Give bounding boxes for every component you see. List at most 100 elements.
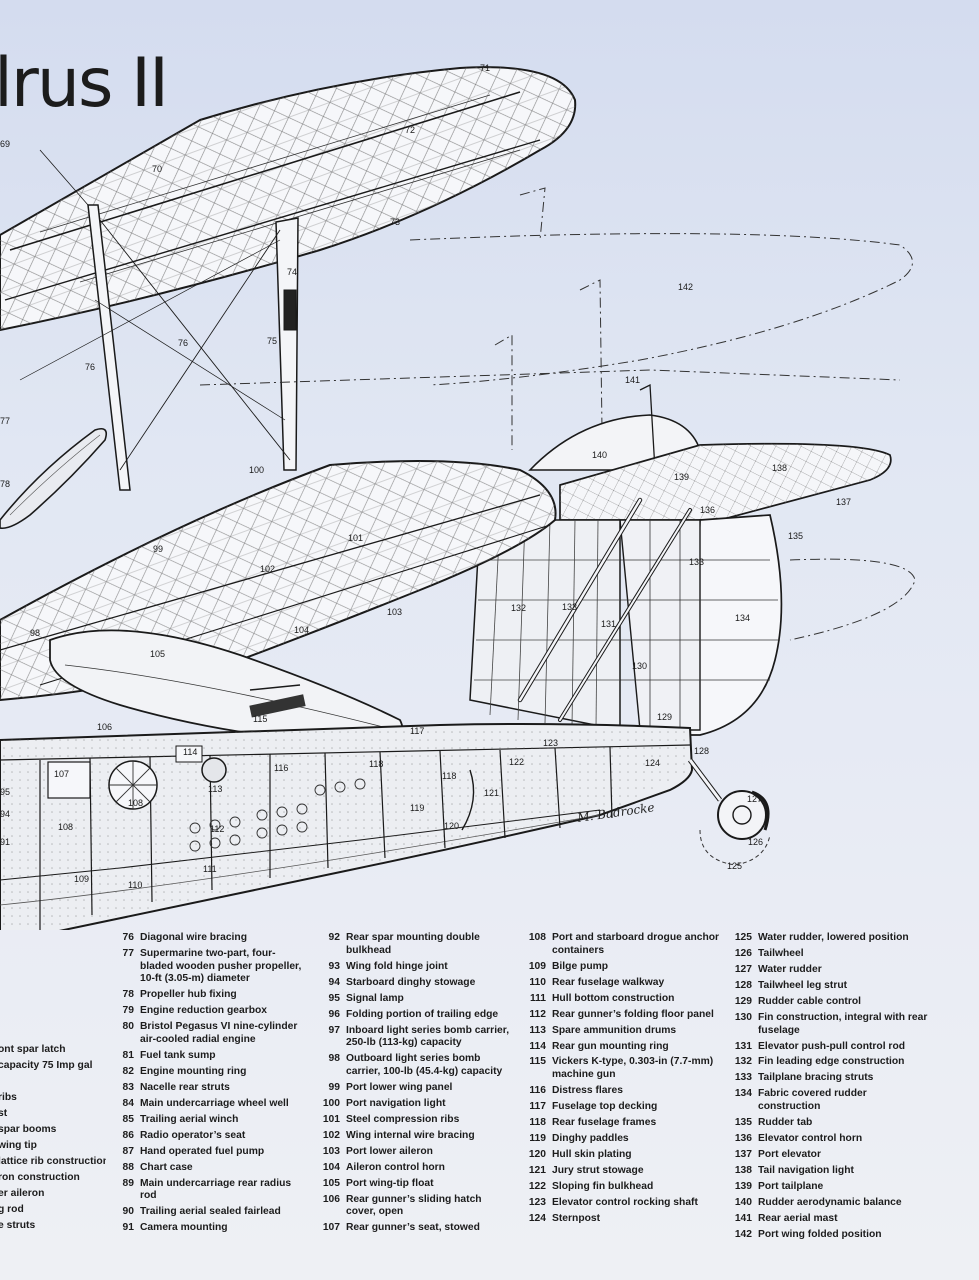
callout: 125 [727,861,742,871]
callout: 111 [203,864,217,874]
key-item-number: 106 [322,1193,340,1205]
key-item-number: 77 [122,947,134,959]
key-item-label: Sternpost [552,1212,601,1224]
key-item-label: Main undercarriage rear radius rod [140,1177,292,1202]
key-item-label: Rear gun mounting ring [552,1040,669,1052]
key-item-label: Port wing-tip float [346,1177,434,1189]
key-item-label: Hand operated fuel pump [140,1145,265,1157]
callout: 140 [592,450,607,460]
key-item-number: 78 [122,989,134,1001]
key-item-number: 81 [122,1049,134,1061]
key-item-number: 117 [529,1101,546,1113]
key-item-number: 79 [122,1005,134,1017]
key-item-number: 133 [734,1072,752,1084]
key-item-label: Rudder cable control [758,995,861,1007]
key-item-number: 76 [122,932,134,943]
tailwheel-assembly [688,758,771,866]
key-item-label: Bilge pump [552,960,609,972]
key-item: wing tip [0,1139,37,1151]
callout: 138 [772,463,787,473]
key-item-number: 110 [529,976,546,988]
callout: 98 [30,628,40,638]
callout: 120 [444,821,459,831]
key-item-number: 96 [328,1008,340,1020]
interplane-struts [19,149,299,491]
key-item-label: Vickers K-type, 0.303-in (7.7-mm) machin… [552,1056,714,1081]
key-item-number: 95 [328,992,340,1004]
key-item-label: Sloping fin bulkhead [552,1180,654,1192]
key-item-number: 111 [529,992,546,1004]
callout: 76 [178,338,188,348]
key-item-label: Rear gunner’s seat, stowed [346,1222,480,1234]
callout: 118 [442,771,456,781]
callout: 100 [249,465,264,475]
key-item: e struts [0,1219,36,1231]
key-item-label: Port and starboard drogue anchor contain… [552,932,720,956]
key-item-label: Rudder tab [758,1117,813,1129]
key-item-number: 126 [734,947,752,959]
callout: 137 [836,497,851,507]
key-item-number: 90 [122,1206,134,1218]
key-item-label: Aileron control horn [346,1161,445,1173]
callout: 121 [484,788,499,798]
key-item: er aileron [0,1187,45,1199]
callout: 113 [208,784,222,794]
key-item: capacity 75 Imp gal [0,1059,93,1071]
key-item-number: 135 [734,1117,752,1129]
key-item: g rod [0,1203,24,1215]
callout: 115 [253,714,267,724]
cutaway-drawing: 69 70 71 72 73 74 75 76 76 77 78 98 99 1… [0,63,916,930]
key-item-number: 108 [528,932,546,943]
key-item-label: Rear gunner’s sliding hatch cover, open [346,1193,482,1218]
key-item-label: Engine reduction gearbox [140,1005,268,1017]
key-item-number: 119 [529,1133,546,1145]
callout: 127 [747,794,762,804]
page-title: lrus II [0,44,169,123]
key-item-label: Main undercarriage wheel well [140,1097,289,1109]
callout: 135 [788,531,803,541]
key-item-number: 89 [122,1177,134,1189]
key-item-number: 134 [734,1088,752,1100]
key-item-number: 140 [734,1196,752,1208]
callout: 132 [511,603,526,613]
key-item-label: Diagonal wire bracing [140,932,247,943]
key-item: 106 Rear gunner’s sliding hatch cover, op… [318,1194,514,1219]
key-item-label: Chart case [140,1161,193,1173]
key-item-label: Outboard light series bomb carrier, 100-… [346,1053,503,1077]
key-item-number: 139 [734,1180,752,1192]
key-item-label: Distress flares [552,1085,623,1097]
key-item-number: 130 [734,1011,752,1023]
key-item-number: 137 [734,1149,752,1160]
key-item-label: Tailwheel [758,947,804,959]
key-item: 135 Rudder tab [730,1117,930,1130]
key-item-number: 104 [322,1161,340,1173]
callout: 72 [405,125,415,135]
key-item-number: 83 [122,1081,134,1093]
key-item-label: Trailing aerial winch [140,1113,239,1125]
key-item-number: 86 [122,1129,134,1141]
key-item-label: Port wing folded position [758,1228,882,1240]
key-item-number: 93 [328,960,340,972]
key-item-number: 138 [734,1164,752,1176]
key-item-number: 125 [734,932,752,943]
callout: 122 [509,757,524,767]
